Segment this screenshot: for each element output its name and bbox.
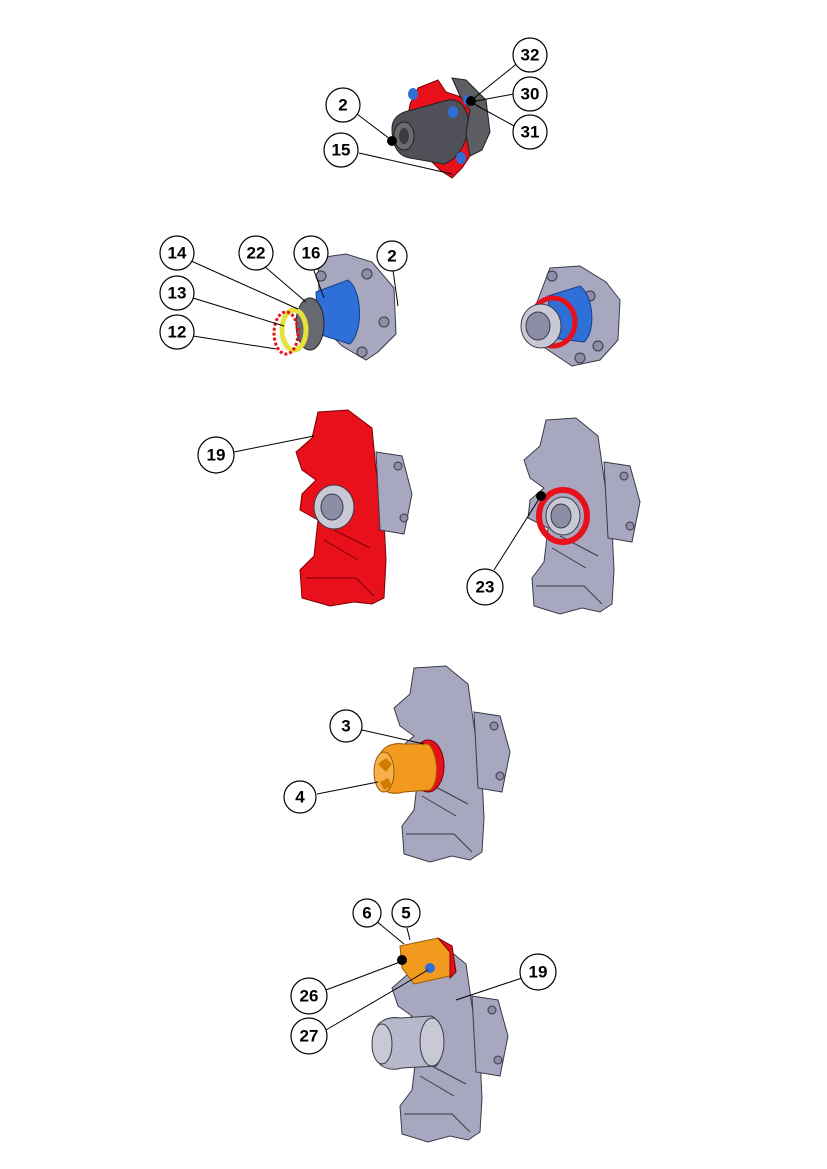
svg-text:31: 31 bbox=[521, 123, 540, 142]
svg-text:2: 2 bbox=[387, 247, 396, 266]
svg-text:2: 2 bbox=[338, 96, 347, 115]
step-1-hub-assembly: 32 30 31 2 15 bbox=[323, 37, 548, 179]
svg-text:15: 15 bbox=[332, 141, 351, 160]
callout-2: 2 bbox=[325, 87, 361, 123]
svg-text:32: 32 bbox=[521, 46, 540, 65]
svg-text:3: 3 bbox=[341, 717, 350, 736]
step-5-bracket-assembly: 6 5 26 19 27 bbox=[290, 898, 557, 1143]
callout-27: 27 bbox=[290, 1017, 328, 1055]
callout-2: 2 bbox=[376, 240, 408, 272]
svg-text:12: 12 bbox=[168, 323, 187, 342]
stud-icon bbox=[408, 88, 418, 100]
svg-text:19: 19 bbox=[207, 446, 226, 465]
callout-19: 19 bbox=[519, 953, 557, 991]
svg-text:5: 5 bbox=[401, 904, 410, 923]
svg-text:30: 30 bbox=[521, 85, 540, 104]
svg-text:19: 19 bbox=[529, 963, 548, 982]
callout-12: 12 bbox=[159, 314, 195, 350]
callout-dot bbox=[397, 955, 407, 965]
seal-ring-part-22 bbox=[295, 297, 325, 351]
callout-16: 16 bbox=[293, 235, 329, 271]
callout-23: 23 bbox=[466, 568, 504, 606]
callout-32: 32 bbox=[512, 37, 548, 73]
hub-behind-upright bbox=[375, 451, 413, 535]
callout-31: 31 bbox=[512, 114, 548, 150]
stud-icon bbox=[448, 106, 458, 118]
svg-text:23: 23 bbox=[476, 578, 495, 597]
step-2-bearing-assembly: 14 22 16 2 13 12 bbox=[159, 235, 621, 367]
callout-3: 3 bbox=[329, 709, 363, 743]
svg-text:6: 6 bbox=[362, 904, 371, 923]
blue-fastener-part-27 bbox=[425, 963, 435, 973]
callout-6: 6 bbox=[352, 898, 382, 928]
step-3-upright-assembly: 19 23 bbox=[197, 409, 641, 615]
callout-30: 30 bbox=[512, 76, 548, 112]
stud-icon bbox=[456, 152, 466, 164]
blue-bearing-housing-part-16 bbox=[315, 279, 361, 345]
callout-15: 15 bbox=[323, 132, 359, 168]
step-4-shaft-assembly: 3 4 bbox=[283, 665, 511, 863]
red-plate-part-5 bbox=[437, 937, 457, 980]
callout-14: 14 bbox=[159, 235, 195, 271]
callout-dot bbox=[536, 491, 546, 501]
red-seal-ring-part-23 bbox=[536, 487, 590, 545]
svg-text:16: 16 bbox=[302, 244, 321, 263]
svg-text:27: 27 bbox=[300, 1027, 319, 1046]
svg-text:26: 26 bbox=[300, 987, 319, 1006]
callout-4: 4 bbox=[283, 780, 317, 814]
callout-19: 19 bbox=[197, 436, 235, 474]
callout-22: 22 bbox=[238, 235, 274, 271]
red-ring-part-12 bbox=[272, 310, 300, 356]
callout-5: 5 bbox=[391, 898, 421, 928]
svg-text:4: 4 bbox=[295, 788, 305, 807]
svg-text:14: 14 bbox=[168, 244, 187, 263]
svg-text:22: 22 bbox=[247, 244, 266, 263]
callout-13: 13 bbox=[159, 275, 195, 311]
callout-26: 26 bbox=[290, 977, 328, 1015]
svg-text:13: 13 bbox=[168, 284, 187, 303]
